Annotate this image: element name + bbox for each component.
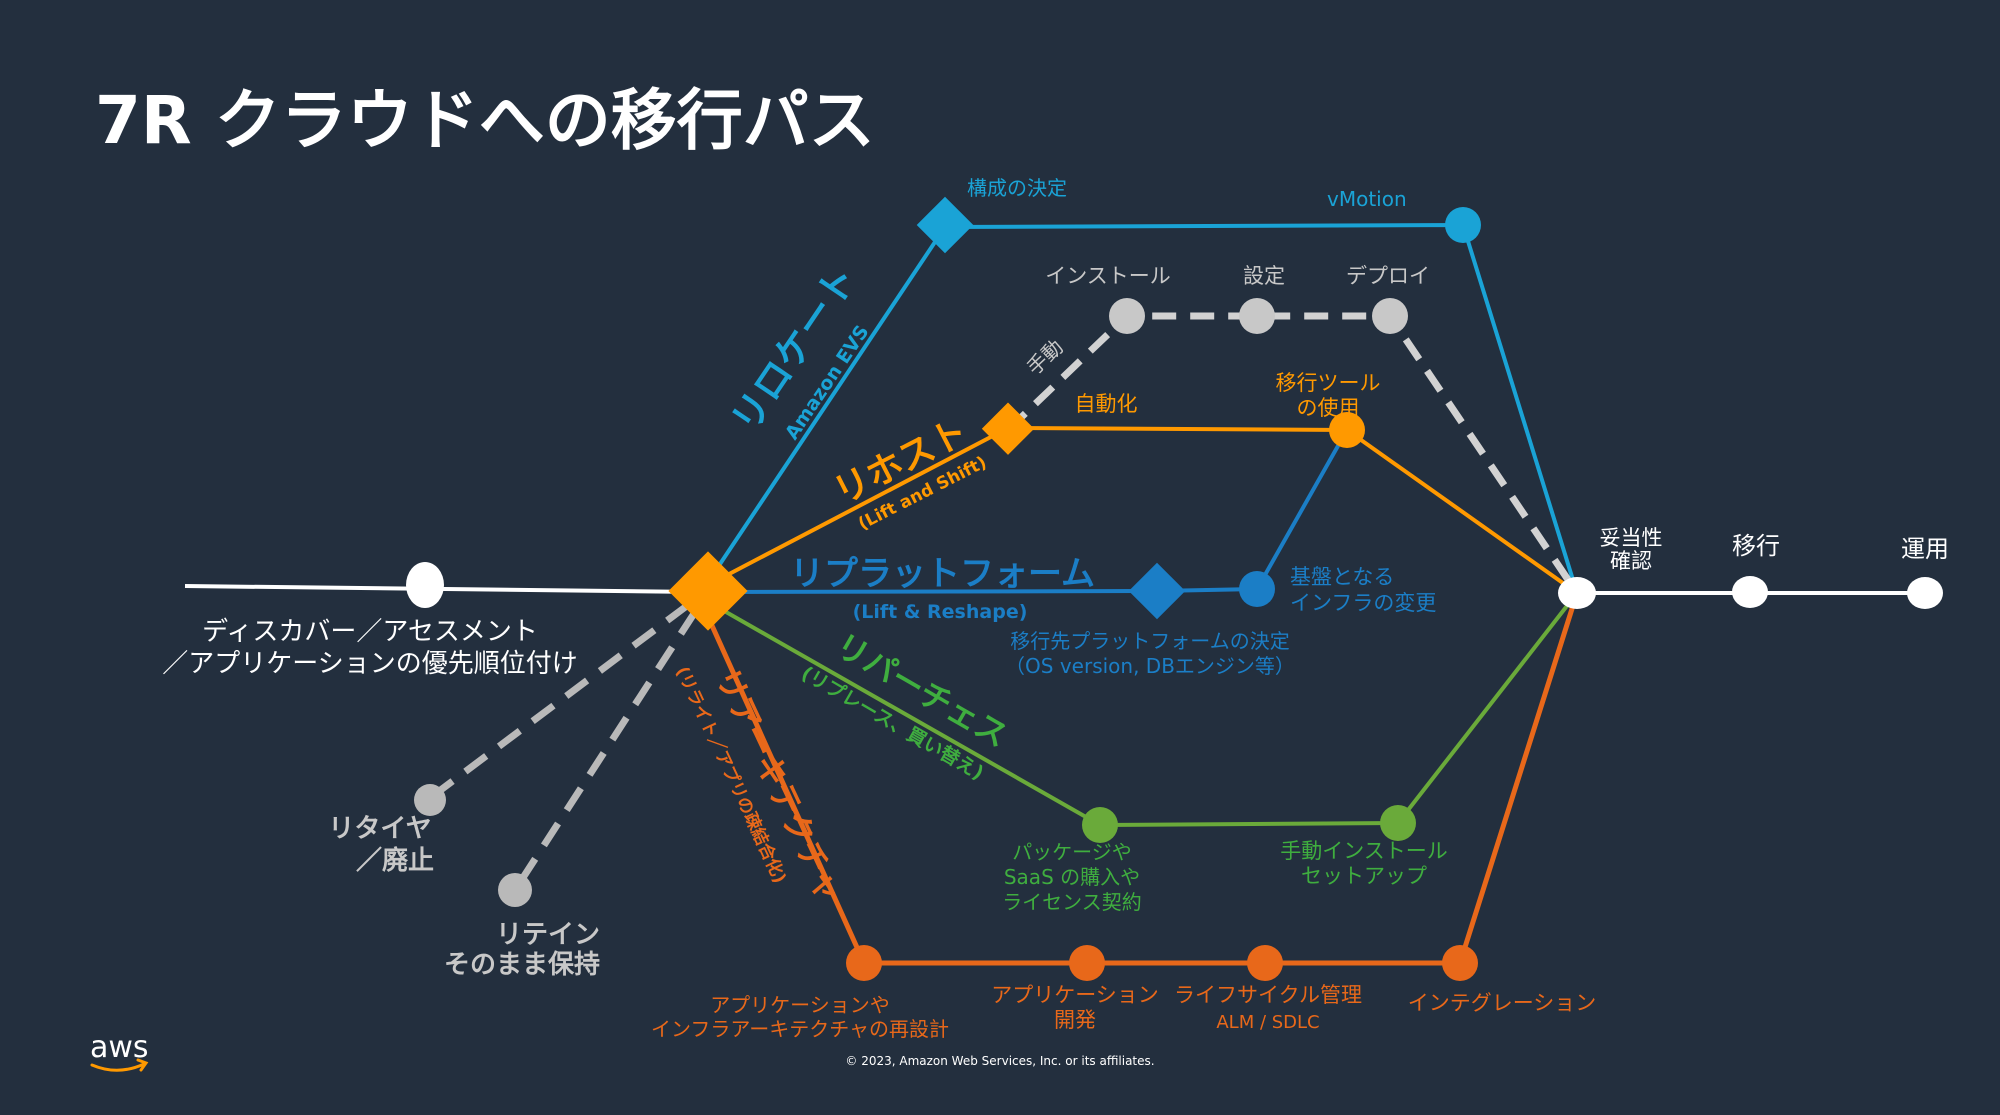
config-label: 設定	[1243, 264, 1285, 288]
dev-node	[1069, 945, 1105, 981]
repurchase-line	[711, 591, 1579, 828]
dev-label-2: 開発	[1054, 1008, 1096, 1032]
alm-label-2: ALM / SDLC	[1216, 1012, 1319, 1033]
retain-node	[498, 873, 532, 907]
operate-label: 運用	[1901, 535, 1949, 563]
manual-line	[1005, 312, 1580, 595]
deploy-label: デプロイ	[1346, 264, 1430, 288]
alm-label-1: ライフサイクル管理	[1174, 983, 1362, 1007]
relocate-decision-diamond	[916, 196, 974, 254]
retire-node	[414, 784, 446, 816]
infra-change-label-1: 基盤となる	[1290, 565, 1394, 589]
integration-label: インテグレーション	[1408, 991, 1597, 1015]
install-node	[1109, 298, 1145, 334]
rehost-line	[711, 425, 1579, 595]
retain-label-1: リテイン	[496, 920, 600, 950]
migrate-node	[1732, 576, 1768, 608]
relocate-decision-label: 構成の決定	[967, 176, 1067, 200]
relocate-line	[710, 222, 1579, 594]
vmotion-label: vMotion	[1327, 187, 1407, 211]
redesign-label-2: インフラアーキテクチャの再設計	[651, 1017, 949, 1041]
start-decision-diamond	[668, 551, 748, 631]
migration-tool-node	[1329, 412, 1365, 448]
migration-tool-label-1: 移行ツール	[1276, 371, 1381, 395]
infra-change-label-2: インフラの変更	[1290, 591, 1436, 615]
aws-smile-icon	[90, 1062, 146, 1072]
auto-label: 自動化	[1075, 392, 1138, 416]
discover-node	[406, 562, 444, 608]
redesign-label-1: アプリケーションや	[710, 993, 890, 1017]
vmotion-node	[1445, 207, 1481, 243]
package-node	[1082, 807, 1118, 843]
discover-label-1: ディスカバー／アセスメント	[202, 617, 538, 647]
replatform-line	[724, 429, 1349, 594]
rehost-decision-diamond	[981, 402, 1035, 455]
migration-tool-label-2: の使用	[1297, 396, 1360, 420]
setup-label-2: セットアップ	[1301, 864, 1427, 888]
retain-line	[512, 610, 698, 892]
retire-label-1: リタイヤ	[328, 814, 431, 844]
retire-line	[427, 602, 691, 801]
dev-label-1: アプリケーション	[991, 983, 1159, 1007]
setup-node	[1380, 805, 1416, 841]
refactor-line	[702, 592, 1580, 966]
page-title: 7R クラウドへの移行パス	[95, 82, 875, 159]
integration-node	[1442, 945, 1478, 981]
infra-change-node	[1239, 571, 1275, 607]
install-label: インストール	[1045, 264, 1171, 288]
retain-label-2: そのまま保持	[444, 950, 600, 980]
replatform-name: リプラットフォーム	[790, 554, 1095, 594]
operate-node	[1907, 577, 1943, 609]
replatform-decision-label-2: （OS version, DBエンジン等）	[1005, 654, 1295, 678]
deploy-node	[1372, 298, 1408, 334]
validate-label-1: 妥当性	[1600, 526, 1663, 550]
migrate-label: 移行	[1732, 532, 1780, 560]
copyright-text: © 2023, Amazon Web Services, Inc. or its…	[845, 1054, 1154, 1068]
setup-label-1: 手動インストール	[1280, 839, 1448, 863]
replatform-decision-label-1: 移行先プラットフォームの決定	[1010, 629, 1289, 653]
package-label-2: SaaS の購入や	[1004, 865, 1140, 889]
redesign-node	[846, 945, 882, 981]
discover-label-2: ／アプリケーションの優先順位付け	[162, 649, 577, 679]
validate-node	[1558, 577, 1596, 609]
manual-label: 手動	[1022, 335, 1068, 380]
retire-label-2: ／廃止	[356, 845, 434, 876]
config-node	[1239, 298, 1275, 334]
package-label-3: ライセンス契約	[1002, 890, 1142, 914]
validate-label-2: 確認	[1610, 549, 1652, 573]
replatform-decision-diamond	[1128, 562, 1186, 620]
alm-node	[1247, 945, 1283, 981]
aws-smile-arrow-icon	[136, 1058, 149, 1072]
replatform-sub: (Lift & Reshape)	[853, 601, 1028, 623]
package-label-1: パッケージや	[1012, 840, 1132, 864]
